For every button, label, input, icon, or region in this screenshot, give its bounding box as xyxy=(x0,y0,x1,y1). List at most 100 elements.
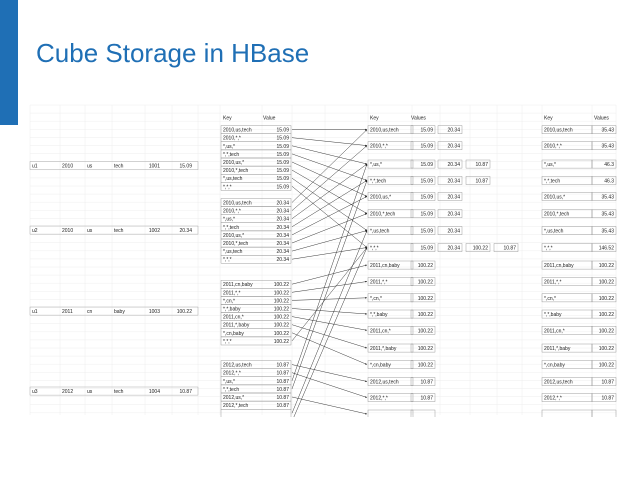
fact-cell: 2011 xyxy=(62,309,73,315)
key-cell: *,us,* xyxy=(223,217,235,223)
grouped-value-box xyxy=(410,176,436,185)
grouped-value-box xyxy=(437,176,463,185)
result-value-cell xyxy=(591,243,617,252)
result-value-cell xyxy=(591,159,617,169)
grouped-value: 15.09 xyxy=(420,128,433,134)
fact-cell: u1 xyxy=(32,164,38,170)
value-cell: 15.09 xyxy=(276,176,289,182)
grouped-key-header: Key xyxy=(370,116,379,122)
grouped-value: 15.09 xyxy=(420,162,433,168)
grouped-value: 100.22 xyxy=(418,363,434,369)
grouped-value: 15.09 xyxy=(420,212,433,218)
mapping-arrow xyxy=(291,129,368,203)
key-value-row xyxy=(220,254,292,264)
grouped-value: 10.87 xyxy=(420,380,433,386)
grouped-key-cell xyxy=(367,226,414,235)
mapping-arrow xyxy=(291,145,368,211)
mapping-arrow xyxy=(291,161,368,197)
grouped-value-box xyxy=(410,209,436,218)
grouped-value-box xyxy=(410,192,436,201)
result-value: 100.22 xyxy=(599,328,615,334)
grouped-key-cell xyxy=(367,125,414,134)
fact-cell: 20.34 xyxy=(179,228,192,234)
grouped-value-box xyxy=(410,226,436,235)
grouped-key: 2011,cn,baby xyxy=(370,263,400,269)
mapping-arrow xyxy=(291,230,368,414)
value-cell: 20.34 xyxy=(276,257,289,263)
grouped-key: 2011,*,* xyxy=(370,280,387,286)
value-cell: 15.09 xyxy=(276,160,289,166)
grouped-value: 20.34 xyxy=(447,229,460,235)
mapping-arrow xyxy=(291,332,368,365)
bottom-clip xyxy=(0,417,638,479)
result-value: 35.43 xyxy=(601,212,614,218)
grouped-value-box xyxy=(437,141,463,150)
grouped-key: 2010,*,* xyxy=(370,144,388,150)
grouped-value: 20.34 xyxy=(447,144,460,150)
fact-cell: u2 xyxy=(32,228,38,234)
grouped-value: 100.22 xyxy=(418,280,434,286)
value-cell: 20.34 xyxy=(276,233,289,239)
mapping-arrow xyxy=(291,264,368,285)
mapping-arrow xyxy=(291,137,368,147)
mapping-arrow xyxy=(291,186,368,248)
key-cell: 2010,us,tech xyxy=(223,128,252,134)
value-cell: 100.22 xyxy=(274,307,290,313)
value-cell: 100.22 xyxy=(274,323,290,329)
result-value-cell xyxy=(591,377,617,386)
value-cell: 20.34 xyxy=(276,241,289,247)
mapping-arrow xyxy=(291,247,368,342)
result-value-cell xyxy=(591,409,617,419)
value-cell: 100.22 xyxy=(274,282,290,288)
result-key-cell xyxy=(541,409,593,419)
mapping-arrow xyxy=(291,178,368,231)
grouped-values-header: Values xyxy=(411,116,426,122)
grouped-value-box xyxy=(437,192,463,201)
grouped-value: 100.22 xyxy=(418,263,434,269)
grouped-key-cell xyxy=(367,209,414,218)
key-cell: 2011,cn,* xyxy=(223,315,244,321)
key-value-row xyxy=(220,409,292,418)
fact-cell: tech xyxy=(114,228,124,234)
value-cell: 20.34 xyxy=(276,209,289,215)
grouped-value-box xyxy=(410,260,436,270)
result-value-cell xyxy=(591,326,617,335)
key-cell: 2011,*,* xyxy=(223,290,240,296)
value-cell: 15.09 xyxy=(276,168,289,174)
grouped-value-box xyxy=(437,226,463,235)
result-key: 2011,*,baby xyxy=(544,346,571,352)
fact-cell: us xyxy=(87,164,93,170)
key-cell: 2011,cn,baby xyxy=(223,282,253,288)
grouped-key-cell xyxy=(367,326,414,335)
grouped-value-box xyxy=(410,293,436,303)
grouped-key: 2010,us,* xyxy=(370,194,391,200)
result-key: 2010,us,* xyxy=(544,194,565,200)
key-cell: *,*,baby xyxy=(223,307,241,313)
grouped-key-cell xyxy=(367,393,414,402)
grouped-value: 20.34 xyxy=(447,178,460,184)
grouped-value-box xyxy=(437,159,463,169)
key-cell: *,us,tech xyxy=(223,249,243,255)
grouped-value: 15.09 xyxy=(420,246,433,252)
grouped-value: 15.09 xyxy=(420,178,433,184)
key-cell: *,cn,* xyxy=(223,298,235,304)
key-cell: *,*,tech xyxy=(223,387,239,393)
result-value: 146.52 xyxy=(599,246,615,252)
value-cell: 20.34 xyxy=(276,217,289,223)
result-key: 2012,*,* xyxy=(544,396,562,402)
fact-row xyxy=(29,306,199,316)
key-cell: *,*,* xyxy=(223,257,232,263)
result-key: *,us,* xyxy=(544,162,556,168)
grouped-key-cell xyxy=(367,360,414,369)
key-cell: 2012,us,* xyxy=(223,395,244,401)
result-key: 2011,cn,* xyxy=(544,328,565,334)
grouped-value-box xyxy=(410,141,436,150)
mapping-arrow xyxy=(291,169,368,214)
value-cell: 10.87 xyxy=(276,403,289,409)
grouped-key-cell xyxy=(367,343,414,353)
accent-bar xyxy=(0,0,18,125)
result-value: 100.22 xyxy=(599,346,615,352)
key-cell: *,us,* xyxy=(223,379,235,385)
grouped-value: 20.34 xyxy=(447,162,460,168)
grouped-key: *,*,* xyxy=(370,246,379,252)
